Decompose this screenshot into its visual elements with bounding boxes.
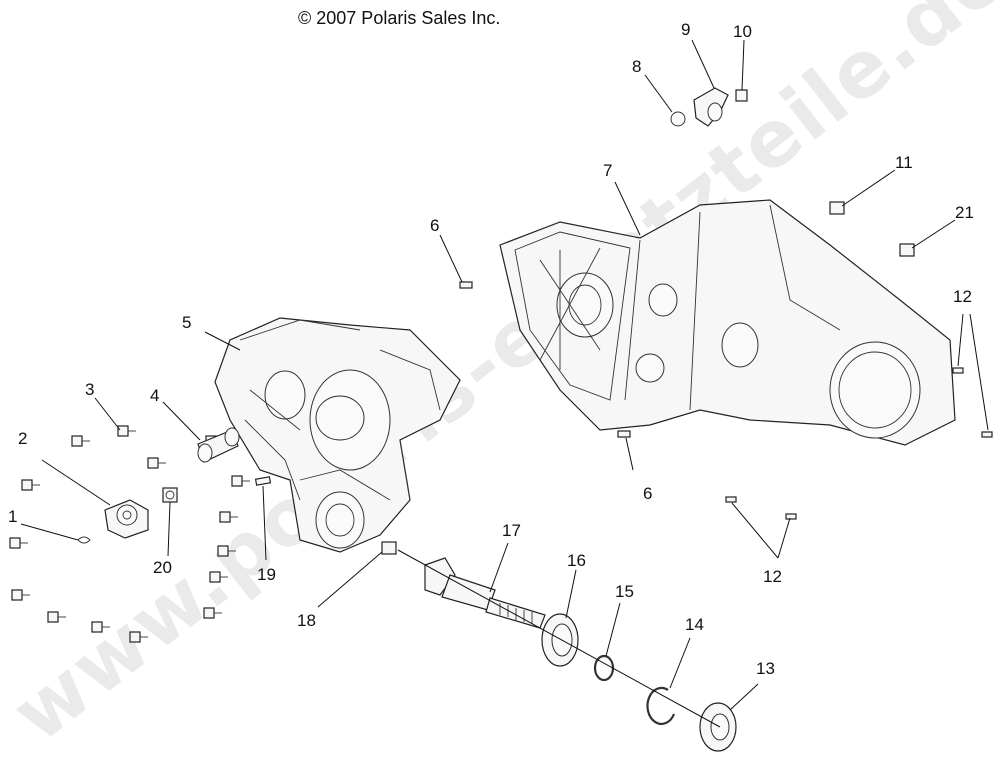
gearcase-housing — [214, 317, 461, 553]
callout-12-upper: 12 — [953, 287, 972, 306]
nut — [162, 487, 178, 503]
leader-lines — [20, 39, 989, 711]
callout-18: 18 — [297, 611, 316, 630]
callout-19: 19 — [257, 565, 276, 584]
callout-6-upper: 6 — [430, 216, 439, 235]
callout-12-lower: 12 — [763, 567, 782, 586]
housing-cover — [499, 199, 956, 446]
dowel-pin-upper — [459, 281, 473, 289]
callout-13: 13 — [756, 659, 775, 678]
callout-8: 8 — [632, 57, 641, 76]
callout-3: 3 — [85, 380, 94, 399]
dowel-12-d — [785, 513, 797, 520]
dowel-pin-lower — [617, 430, 631, 438]
callout-20: 20 — [153, 558, 172, 577]
output-shaft — [424, 557, 546, 629]
dowel-pin — [254, 476, 272, 486]
needle-bearing — [381, 541, 397, 555]
ball-bearing — [541, 613, 579, 667]
callout-14: 14 — [685, 615, 704, 634]
dowel-12-b — [981, 431, 993, 438]
callout-16: 16 — [567, 551, 586, 570]
callout-6-lower: 6 — [643, 484, 652, 503]
callout-9: 9 — [681, 20, 690, 39]
snap-ring-outer — [646, 686, 676, 726]
copyright-notice: © 2007 Polaris Sales Inc. — [298, 8, 501, 28]
assembly-axis — [397, 549, 721, 728]
oil-seal — [699, 702, 737, 752]
callout-4: 4 — [150, 386, 159, 405]
callout-1: 1 — [8, 507, 17, 526]
callout-5: 5 — [182, 313, 191, 332]
callout-labels: 1 2 3 4 5 6 6 7 8 9 10 11 21 12 12 13 14… — [8, 20, 974, 678]
callout-10: 10 — [733, 22, 752, 41]
callout-17: 17 — [502, 521, 521, 540]
fill-plug — [899, 243, 915, 257]
drain-plug — [829, 201, 845, 215]
dowel-12-c — [725, 496, 737, 503]
o-ring — [670, 111, 686, 127]
vent-bolt — [735, 89, 748, 102]
dowel-12-a — [952, 367, 964, 374]
callout-21: 21 — [955, 203, 974, 222]
retaining-clip — [77, 536, 91, 544]
callout-2: 2 — [18, 429, 27, 448]
vent-fitting — [693, 87, 729, 127]
callout-11: 11 — [895, 153, 913, 172]
callout-15: 15 — [615, 582, 634, 601]
bushing — [197, 427, 240, 463]
speed-sensor — [104, 499, 149, 539]
callout-7: 7 — [603, 161, 612, 180]
